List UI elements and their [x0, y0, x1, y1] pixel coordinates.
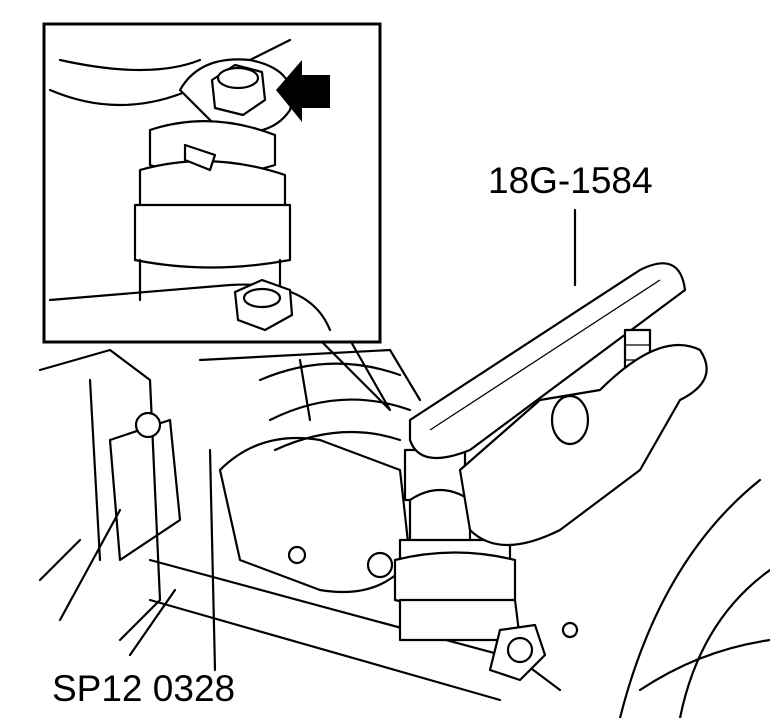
callout-pointer — [318, 338, 392, 412]
coil-spring — [258, 358, 412, 452]
arrow-icon — [276, 60, 330, 122]
figure-reference-label: SP12 0328 — [52, 668, 236, 709]
knuckle — [218, 436, 412, 594]
separator-tool — [408, 208, 708, 546]
hub — [488, 478, 770, 718]
tool-number-label: 18G-1584 — [488, 160, 653, 201]
ball-joint — [393, 448, 522, 642]
detail-inset — [42, 22, 382, 344]
